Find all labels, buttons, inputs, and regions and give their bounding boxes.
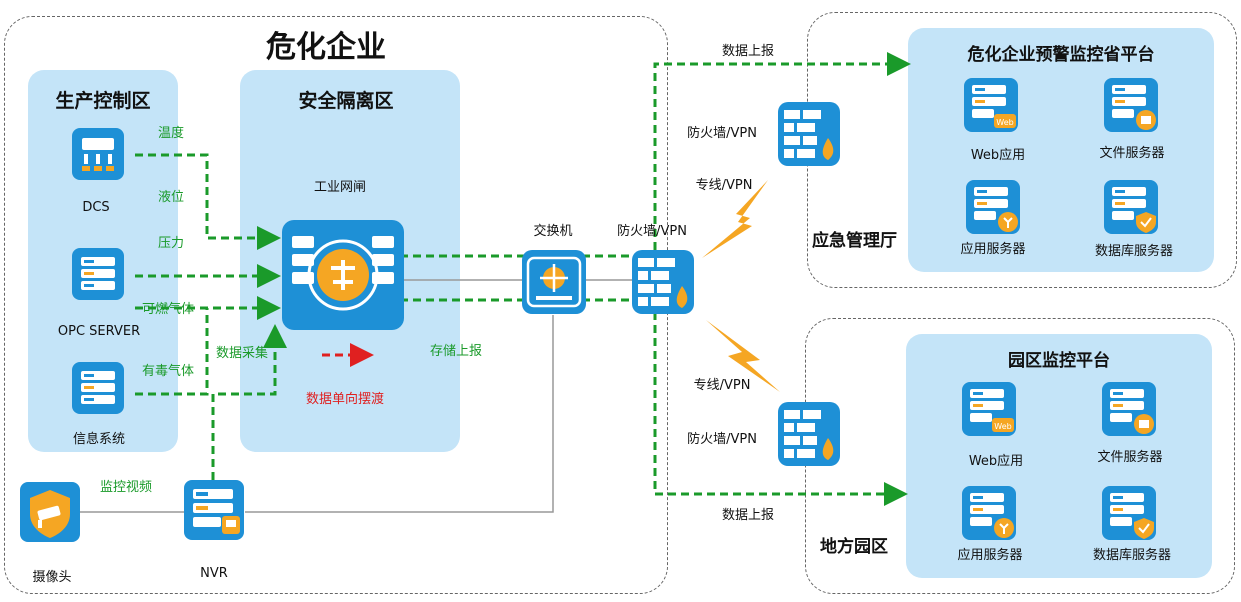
switch-label: 交换机 bbox=[533, 224, 573, 239]
camera-label: 摄像头 bbox=[32, 570, 72, 585]
switch-icon bbox=[522, 250, 586, 314]
park-platform-zone bbox=[906, 334, 1212, 578]
park-platform-title: 园区监控平台 bbox=[1008, 351, 1110, 371]
info-system-label: 信息系统 bbox=[72, 432, 126, 447]
firewall-bottom-label: 防火墙/VPN bbox=[687, 432, 757, 447]
store-report-label: 存储上报 bbox=[430, 344, 483, 359]
emergency-file-label: 文件服务器 bbox=[1099, 146, 1165, 161]
firewall-top-label: 防火墙/VPN bbox=[687, 126, 757, 141]
emergency-web-server-icon: Web bbox=[964, 78, 1018, 132]
industrial-gateway-icon bbox=[282, 220, 404, 330]
monitoring-video-label: 监控视频 bbox=[100, 480, 153, 495]
temperature-label: 温度 bbox=[158, 126, 185, 141]
svg-text:Web: Web bbox=[994, 422, 1011, 431]
dcs-icon bbox=[72, 128, 124, 180]
data-report-top-label: 数据上报 bbox=[721, 44, 775, 59]
one-way-ferry-label: 数据单向摆渡 bbox=[306, 392, 385, 407]
combustible-gas-label: 可燃气体 bbox=[142, 302, 195, 317]
enterprise-title: 危化企业 bbox=[266, 30, 386, 65]
emergency-platform-title: 危化企业预警监控省平台 bbox=[967, 45, 1155, 65]
park-app-label: 应用服务器 bbox=[957, 548, 1023, 563]
opc-server-icon bbox=[72, 248, 124, 300]
opc-server-label: OPC SERVER bbox=[57, 324, 141, 339]
emergency-db-server-icon bbox=[1104, 180, 1158, 234]
line-bottom-label: 专线/VPN bbox=[693, 378, 751, 393]
emergency-platform-zone bbox=[908, 28, 1214, 272]
dcs-label: DCS bbox=[82, 200, 110, 215]
data-report-bottom-label: 数据上报 bbox=[721, 508, 775, 523]
camera-icon bbox=[20, 482, 80, 542]
firewall-bottom-icon bbox=[778, 402, 840, 466]
production-zone-title: 生产控制区 bbox=[55, 90, 151, 112]
park-web-label: Web应用 bbox=[968, 454, 1024, 469]
lightning-bottom-icon bbox=[706, 320, 780, 392]
firewall-main-icon bbox=[632, 250, 694, 314]
toxic-gas-label: 有毒气体 bbox=[142, 364, 195, 379]
firewall-top-icon bbox=[778, 102, 840, 166]
security-zone-title: 安全隔离区 bbox=[298, 90, 394, 112]
info-system-icon bbox=[72, 362, 124, 414]
park-title: 地方园区 bbox=[820, 537, 888, 557]
park-web-server-icon: Web bbox=[962, 382, 1016, 436]
firewall-main-label: 防火墙/VPN bbox=[617, 224, 687, 239]
park-file-server-icon bbox=[1102, 382, 1156, 436]
park-app-server-icon bbox=[962, 486, 1016, 540]
level-label: 液位 bbox=[158, 190, 185, 205]
emergency-db-label: 数据库服务器 bbox=[1094, 244, 1174, 259]
lightning-top-icon bbox=[702, 180, 768, 258]
nvr-label: NVR bbox=[200, 566, 228, 581]
gateway-label: 工业网闸 bbox=[313, 180, 367, 195]
emergency-title: 应急管理厅 bbox=[812, 231, 897, 251]
nvr-icon bbox=[184, 480, 244, 540]
emergency-web-label: Web应用 bbox=[970, 148, 1026, 163]
park-db-server-icon bbox=[1102, 486, 1156, 540]
pressure-label: 压力 bbox=[158, 236, 185, 251]
line-top-label: 专线/VPN bbox=[695, 178, 753, 193]
park-file-label: 文件服务器 bbox=[1097, 450, 1163, 465]
data-collection-label: 数据采集 bbox=[216, 346, 269, 361]
emergency-app-label: 应用服务器 bbox=[960, 242, 1026, 257]
emergency-app-server-icon bbox=[966, 180, 1020, 234]
park-db-label: 数据库服务器 bbox=[1092, 548, 1172, 563]
emergency-file-server-icon bbox=[1104, 78, 1158, 132]
svg-text:Web: Web bbox=[996, 118, 1013, 127]
